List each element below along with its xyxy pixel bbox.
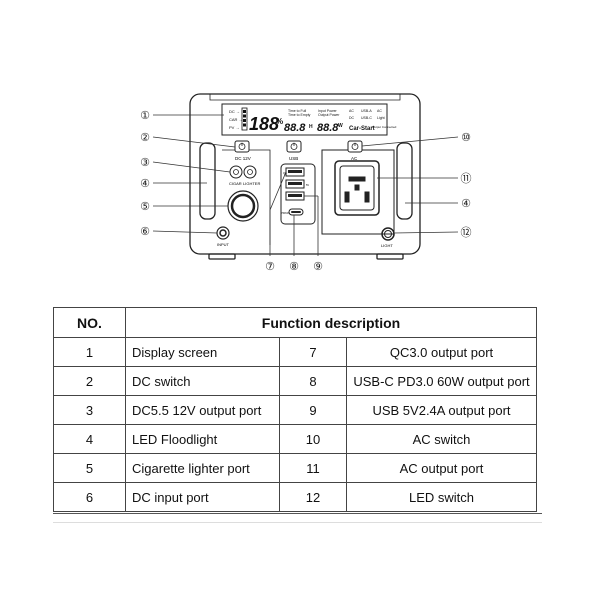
- lcd-right-value: 88.8: [317, 122, 339, 134]
- lcd-ac-1: AC: [349, 109, 354, 113]
- row-description: DC5.5 12V output port: [125, 395, 280, 425]
- car-start-small: Output Connected: [372, 125, 397, 129]
- lcd-h-unit: H: [309, 124, 313, 130]
- table-row: 6 DC input port 12 LED switch: [53, 482, 537, 512]
- row-number: 9: [279, 395, 347, 425]
- row-number: 8: [279, 366, 347, 396]
- row-description: LED switch: [346, 482, 537, 512]
- bottom-rule: [53, 513, 542, 514]
- lcd-light: Light: [377, 116, 385, 120]
- dc-switch[interactable]: [234, 140, 250, 153]
- usb-switch[interactable]: [286, 140, 302, 153]
- led-switch[interactable]: [381, 227, 395, 241]
- callout-6: ⑥: [140, 226, 150, 238]
- lcd-ind-dc: DC →: [229, 109, 240, 114]
- callout-2: ②: [140, 132, 150, 144]
- row-description: USB-C PD3.0 60W output port: [346, 366, 537, 396]
- row-description: AC switch: [346, 424, 537, 454]
- row-number: 7: [279, 337, 347, 367]
- callout-1: ①: [140, 110, 150, 122]
- callout-numbers: ① ② ③ ④ ⑤ ⑥ ⑦ ⑧ ⑨ ⑩ ⑪ ④ ⑫: [140, 110, 471, 273]
- row-description: USB 5V2.4A output port: [346, 395, 537, 425]
- lcd-input-power: Input Power: [318, 109, 338, 113]
- callout-3: ③: [140, 157, 150, 169]
- leader-lines: [152, 114, 459, 256]
- input-label: INPUT: [217, 242, 230, 247]
- row-number: 2: [53, 366, 126, 396]
- dc-input-port[interactable]: [216, 226, 230, 240]
- row-description: LED Floodlight: [125, 424, 280, 454]
- row-number: 4: [53, 424, 126, 454]
- usb-label: USB: [289, 156, 298, 161]
- callout-11: ⑪: [461, 172, 472, 185]
- row-description: QC3.0 output port: [346, 337, 537, 367]
- callout-8: ⑧: [289, 261, 299, 273]
- lcd-output-power: Output Power: [318, 113, 340, 117]
- lcd-dc: DC: [349, 116, 355, 120]
- lcd-ac-2: AC: [377, 109, 382, 113]
- light-label: LIGHT: [381, 243, 393, 248]
- row-number: 5: [53, 453, 126, 483]
- lcd-mid-value: 88.8: [284, 122, 306, 134]
- lcd-usbc: USB-C: [361, 116, 372, 120]
- device-body: [189, 93, 421, 260]
- car-start-label: Car-Start: [349, 126, 375, 132]
- callout-4: ④: [140, 178, 150, 190]
- lcd-ind-pv: PV →: [229, 125, 239, 130]
- row-description: DC input port: [125, 482, 280, 512]
- callout-9: ⑨: [313, 261, 323, 273]
- row-number: 10: [279, 424, 347, 454]
- ac-output-port[interactable]: [334, 160, 380, 216]
- row-description: Cigarette lighter port: [125, 453, 280, 483]
- row-description: Display screen: [125, 337, 280, 367]
- callout-7: ⑦: [265, 261, 275, 273]
- callout-4b: ④: [461, 198, 471, 210]
- row-number: 1: [53, 337, 126, 367]
- lcd-ind-car: CAR →: [229, 117, 243, 122]
- lcd-display: DC → CAR → PV → 188 % Time to Full Time …: [229, 107, 397, 134]
- callout-10: ⑩: [461, 132, 471, 144]
- row-number: 6: [53, 482, 126, 512]
- table-header-row: NO. Function description: [53, 307, 537, 338]
- power-station-diagram: DC → CAR → PV → 188 % Time to Full Time …: [140, 93, 472, 273]
- lcd-percent: %: [276, 117, 283, 126]
- header-no: NO.: [53, 307, 126, 338]
- lcd-usba: USB-A: [361, 109, 372, 113]
- table-row: 2 DC switch 8 USB-C PD3.0 60W output por…: [53, 366, 537, 396]
- lighter-label: LIGHTER: [243, 181, 260, 186]
- ac-switch[interactable]: [347, 140, 363, 153]
- pd60-label: PD60: [281, 211, 289, 215]
- lcd-big-value: 188: [249, 114, 279, 134]
- row-description: AC output port: [346, 453, 537, 483]
- table-row: 3 DC5.5 12V output port 9 USB 5V2.4A out…: [53, 395, 537, 425]
- dc55-output-ports[interactable]: [229, 165, 257, 179]
- row-description: DC switch: [125, 366, 280, 396]
- usb-5v-label: 5V: [306, 184, 309, 187]
- cigar-label: CIGAR: [229, 181, 242, 186]
- function-table: NO. Function description 1 Display scree…: [53, 307, 537, 512]
- lcd-time-empty: Time to Empty: [288, 113, 311, 117]
- lcd-time-full: Time to Full: [288, 109, 306, 113]
- lcd-w-unit: W: [338, 123, 343, 129]
- bottom-rule-light: [53, 522, 542, 523]
- header-function-description: Function description: [125, 307, 537, 338]
- cigarette-lighter-port[interactable]: [227, 190, 259, 222]
- ac-label: AC: [351, 156, 358, 161]
- row-number: 12: [279, 482, 347, 512]
- callout-5: ⑤: [140, 201, 150, 213]
- usb-ports[interactable]: [285, 167, 305, 216]
- row-number: 3: [53, 395, 126, 425]
- dc-12v-label: DC 12V: [235, 156, 251, 161]
- callout-12: ⑫: [461, 226, 472, 239]
- row-number: 11: [279, 453, 347, 483]
- table-row: 1 Display screen 7 QC3.0 output port: [53, 337, 537, 367]
- table-row: 4 LED Floodlight 10 AC switch: [53, 424, 537, 454]
- table-row: 5 Cigarette lighter port 11 AC output po…: [53, 453, 537, 483]
